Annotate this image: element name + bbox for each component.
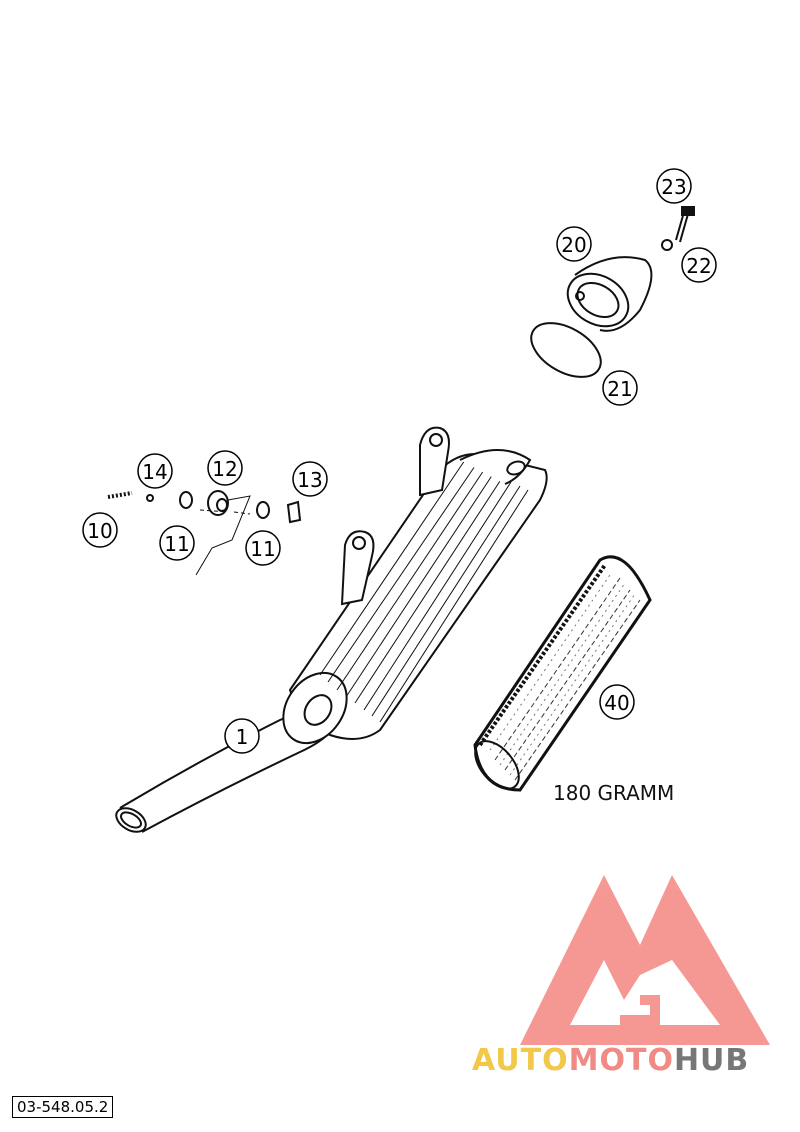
callout-13-label: 13	[297, 468, 322, 492]
packing-wool	[473, 555, 652, 792]
silencer-assembly	[115, 426, 548, 833]
callout-11a: 11	[159, 525, 195, 561]
mounting-hardware	[107, 490, 302, 576]
callout-12: 12	[207, 450, 243, 486]
callout-21-label: 21	[607, 377, 632, 401]
callout-14: 14	[137, 453, 173, 489]
reference-code: 03-548.05.2	[12, 1096, 114, 1118]
watermark-auto: AUTO	[472, 1043, 569, 1078]
callout-22-label: 22	[686, 254, 711, 278]
callout-10: 10	[82, 512, 118, 548]
callout-11b: 11	[245, 530, 281, 566]
end-cap-assembly	[530, 206, 695, 378]
callout-13: 13	[292, 461, 328, 497]
callout-1: 1	[224, 718, 260, 754]
watermark-moto: MOTO	[568, 1043, 674, 1078]
callout-23: 23	[656, 168, 692, 204]
callout-22: 22	[681, 247, 717, 283]
callout-11b-label: 11	[250, 537, 275, 561]
weight-note: 180 GRAMM	[553, 781, 674, 805]
callout-11a-label: 11	[164, 532, 189, 556]
callout-23-label: 23	[661, 175, 686, 199]
callout-40: 40	[599, 684, 635, 720]
callout-40-label: 40	[604, 691, 629, 715]
callout-21: 21	[602, 370, 638, 406]
callout-20-label: 20	[561, 233, 586, 257]
callout-14-label: 14	[142, 460, 167, 484]
callout-12-label: 12	[212, 457, 237, 481]
callout-1-label: 1	[236, 725, 249, 749]
callout-10-label: 10	[87, 519, 112, 543]
watermark-logo	[520, 875, 770, 1045]
watermark-text: AUTOMOTOHUB	[472, 1043, 749, 1078]
watermark-hub: HUB	[673, 1043, 750, 1078]
callout-20: 20	[556, 226, 592, 262]
